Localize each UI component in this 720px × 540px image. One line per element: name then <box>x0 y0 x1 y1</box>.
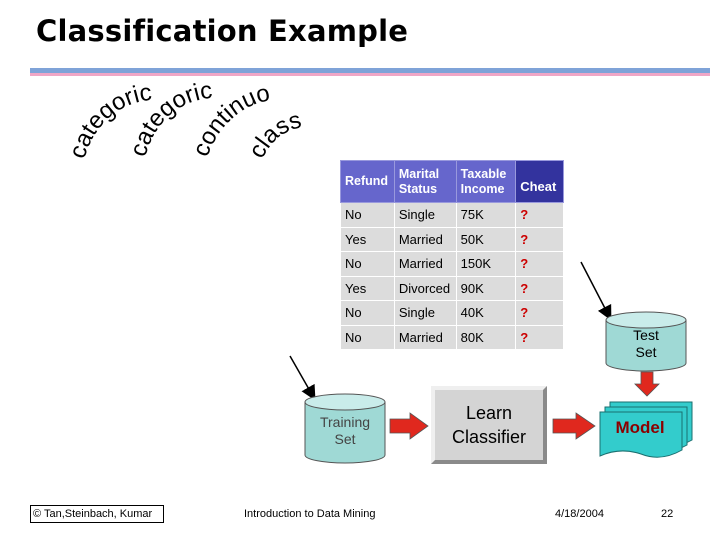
header-cheat: Cheat <box>515 160 564 203</box>
cell-taxable-income: 40K <box>455 300 517 326</box>
title-rule-pink <box>30 73 710 76</box>
arrow-to-test-set <box>580 261 612 321</box>
header-refund: Refund <box>340 160 395 203</box>
cell-taxable-income: 150K <box>455 251 517 277</box>
table-row: Yes Married 50K ? <box>340 226 564 252</box>
cell-cheat: ? <box>515 202 564 228</box>
red-arrow-training-to-learn <box>389 412 429 440</box>
test-set-cylinder <box>605 311 687 372</box>
table-row: No Married 150K ? <box>340 251 564 277</box>
cell-refund: Yes <box>340 275 395 301</box>
red-arrow-test-to-model <box>634 371 660 397</box>
cell-taxable-income: 90K <box>455 275 517 301</box>
footer-copyright: © Tan,Steinbach, Kumar <box>30 505 164 523</box>
test-set-label-line1: Test <box>633 327 659 343</box>
cell-refund: No <box>340 324 395 350</box>
learn-classifier-line1: Learn <box>465 403 513 423</box>
table-row: Yes Divorced 90K ? <box>340 275 564 301</box>
title-rule-blue <box>30 68 710 73</box>
cell-cheat: ? <box>515 324 564 350</box>
cell-marital-status: Single <box>393 300 457 326</box>
training-set-label-line1: Training <box>319 414 371 430</box>
training-set-label: Training Set <box>305 414 385 448</box>
table-row: No Married 80K ? <box>340 324 564 350</box>
slide-title: Classification Example <box>36 14 409 48</box>
cell-taxable-income: 80K <box>455 324 517 350</box>
cell-refund: Yes <box>340 226 395 252</box>
cell-marital-status: Married <box>393 324 457 350</box>
training-set-cylinder <box>304 393 386 464</box>
red-arrow-learn-to-model <box>552 412 596 440</box>
training-set-label-line2: Set <box>334 431 356 447</box>
cell-cheat: ? <box>515 226 564 252</box>
cell-marital-status: Married <box>393 226 457 252</box>
test-data-table: Refund Marital Status Taxable Income Che… <box>340 160 564 350</box>
cell-marital-status: Divorced <box>393 275 457 301</box>
header-marital-status: Marital Status <box>393 160 457 203</box>
model-document-stack <box>599 401 693 458</box>
table-row: No Single 75K ? <box>340 202 564 228</box>
test-set-label: Test Set <box>606 327 686 361</box>
cell-marital-status: Single <box>393 202 457 228</box>
cell-refund: No <box>340 202 395 228</box>
cell-marital-status: Married <box>393 251 457 277</box>
footer-course-title: Introduction to Data Mining <box>244 508 376 520</box>
table-header-row: Refund Marital Status Taxable Income Che… <box>340 160 564 203</box>
learn-classifier-box: Learn Classifier <box>431 386 547 464</box>
footer-page-number: 22 <box>661 508 674 520</box>
learn-classifier-line2: Classifier <box>451 427 526 447</box>
test-set-label-line2: Set <box>635 344 657 360</box>
cell-taxable-income: 50K <box>455 226 517 252</box>
arrow-to-training-set <box>289 355 316 401</box>
model-label: Model <box>615 418 665 437</box>
cell-refund: No <box>340 251 395 277</box>
cell-cheat: ? <box>515 251 564 277</box>
footer-date: 4/18/2004 <box>555 508 604 520</box>
